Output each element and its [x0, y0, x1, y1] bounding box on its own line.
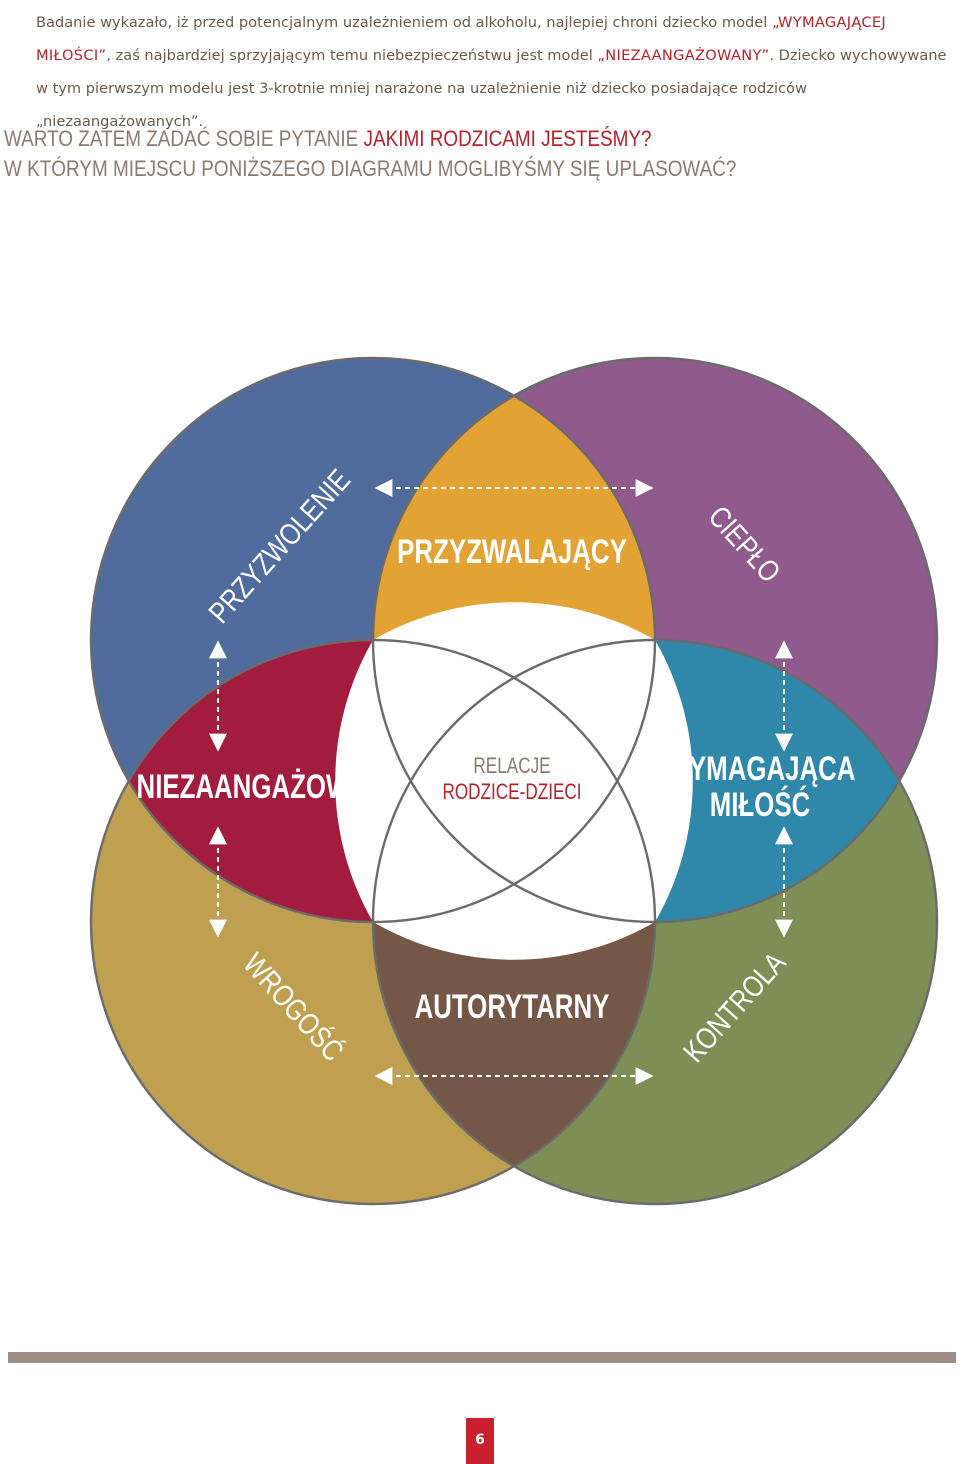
- intro-text-3: . Dziecko wychowywane w tym pierwszym mo…: [36, 47, 947, 130]
- question-line-1-plain: WARTO ZATEM ZADAĆ SOBIE PYTANIE: [4, 126, 364, 151]
- control-outline: [371, 638, 939, 1206]
- circle-outlines: [89, 356, 939, 1206]
- label-authoritarian: AUTORYTARNY: [415, 989, 610, 1026]
- question-heading: WARTO ZATEM ZADAĆ SOBIE PYTANIE JAKIMI R…: [4, 124, 812, 184]
- label-permissive: PRZYZWALAJĄCY: [397, 534, 627, 571]
- center-label-line2: RODZICE-DZIECI: [442, 780, 581, 805]
- footer-divider: [8, 1352, 956, 1363]
- intro-text-1: Badanie wykazało, iż przed potencjalnym …: [36, 14, 772, 31]
- question-line-1: WARTO ZATEM ZADAĆ SOBIE PYTANIE JAKIMI R…: [4, 124, 812, 154]
- highlight-uninvolved: „NIEZAANGAŻOWANY”: [597, 47, 770, 64]
- question-line-1-highlight: JAKIMI RODZICAMI JESTEŚMY?: [363, 126, 652, 151]
- intro-paragraph: Badanie wykazało, iż przed potencjalnym …: [36, 6, 956, 138]
- permissive-region: [373, 396, 655, 678]
- page-number: 6: [466, 1418, 494, 1464]
- authoritarian-region: [373, 884, 655, 1166]
- demanding-love-region: [617, 640, 899, 922]
- label-uninvolved: NIEZAANGAŻOWANY: [137, 769, 404, 806]
- question-line-2: W KTÓRYM MIEJSCU PONIŻSZEGO DIAGRAMU MOG…: [4, 156, 737, 181]
- label-demanding-love-line1: WYMAGAJĄCA: [665, 751, 856, 788]
- center-region: [335, 602, 693, 960]
- highlight-demanding-love: „WYMAGAJĄCEJ MIŁOŚCI”: [36, 14, 886, 64]
- intro-text-2: , zaś najbardziej sprzyjającym temu nieb…: [106, 47, 598, 64]
- hostility-outline: [89, 638, 657, 1206]
- center-label-line1: RELACJE: [473, 754, 550, 779]
- label-demanding-love-line2: MIŁOŚĆ: [710, 786, 810, 824]
- uninvolved-region: [129, 640, 411, 922]
